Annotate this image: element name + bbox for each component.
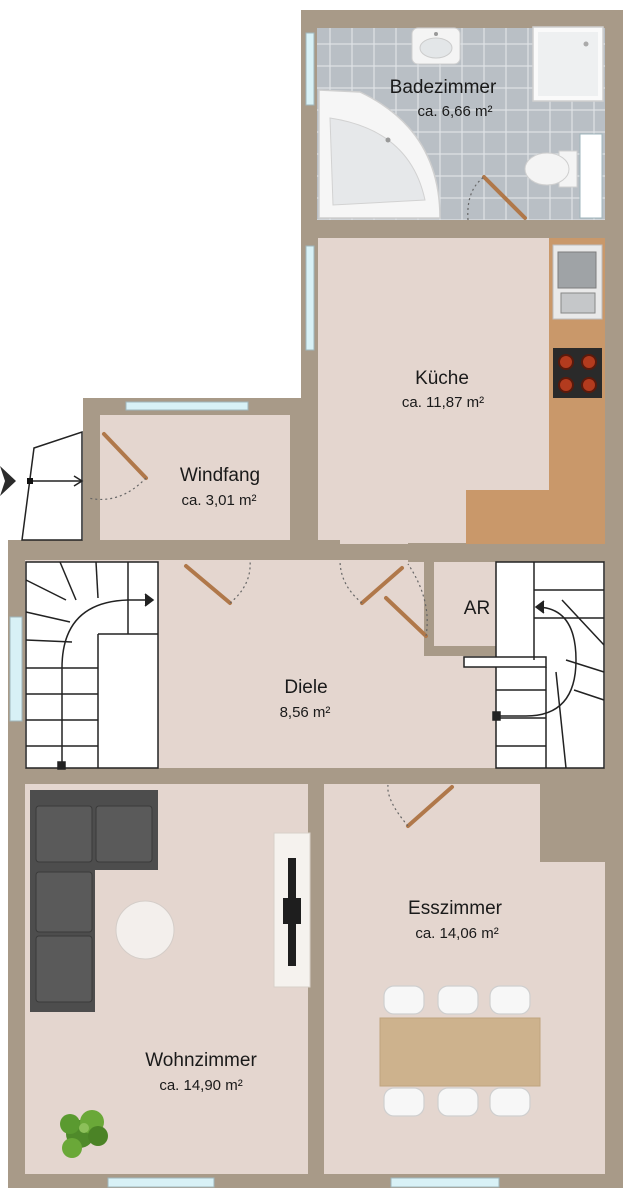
interior-walls [8,220,623,1188]
room-area-windfang: ca. 3,01 m² [181,492,256,509]
dining-furniture [379,985,541,1117]
sofa-icon [30,790,158,1012]
room-area-esszimmer: ca. 14,06 m² [415,925,498,942]
room-area-bad: ca. 6,66 m² [417,103,492,120]
windfang-floor [100,415,290,540]
kitchen-fixtures [466,238,605,544]
bathroom-fixtures [318,26,604,219]
labels: Badezimmer ca. 6,66 m² Küche ca. 11,87 m… [145,77,502,1094]
room-name-ar: AR [464,598,490,619]
living-furniture [30,790,311,1158]
windows [9,32,603,1188]
toilet-icon [524,150,578,188]
coffee-table [115,900,175,960]
doors [87,175,527,828]
kitchen-sink-icon [557,251,597,289]
staircase-left [25,561,159,770]
staircase-right [463,561,605,769]
room-area-diele: 8,56 m² [280,704,331,721]
entrance [0,430,84,541]
stair-landing [99,636,157,648]
room-name-kueche: Küche [415,368,469,389]
tv-icon [283,858,301,966]
room-name-diele: Diele [284,677,327,698]
dining-table-icon [379,1017,541,1087]
plant-icon [60,1110,108,1158]
room-name-bad: Badezimmer [390,77,497,98]
room-area-wohnzimmer: ca. 14,90 m² [159,1077,242,1094]
room-area-kueche: ca. 11,87 m² [402,394,484,411]
room-name-wohnzimmer: Wohnzimmer [145,1050,257,1071]
entrance-arrow-icon [0,466,16,496]
room-name-windfang: Windfang [180,465,260,486]
room-name-esszimmer: Esszimmer [408,898,503,919]
